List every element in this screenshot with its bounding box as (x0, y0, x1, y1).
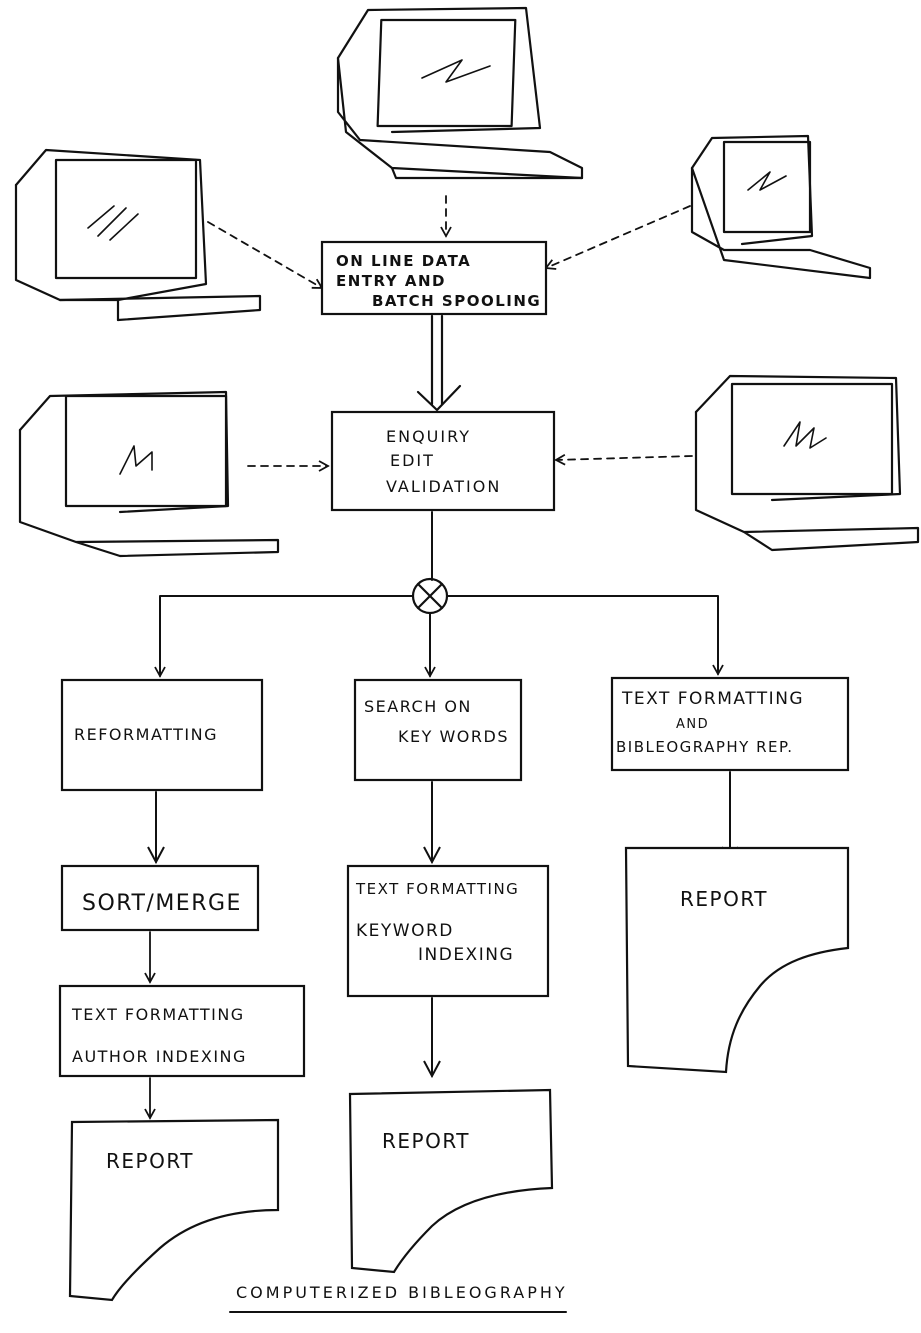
report-middle-label: REPORT (382, 1129, 470, 1153)
biblio-line-1: TEXT FORMATTING (621, 689, 804, 709)
enquiry-line-3: VALIDATION (386, 477, 501, 496)
terminal-top-right-icon (690, 134, 872, 280)
sort-merge-label: SORT/MERGE (82, 891, 242, 916)
report-left-document-icon (68, 1118, 280, 1302)
report-right-document-icon (624, 846, 850, 1074)
online-entry-line-2: ENTRY AND (336, 272, 446, 290)
search-keywords-box (353, 678, 523, 782)
report-middle-document-icon (348, 1088, 554, 1274)
enquiry-line-2: EDIT (390, 451, 435, 470)
branch-right (446, 595, 724, 676)
keyword-indexing-line-1: TEXT FORMATTING (355, 880, 519, 898)
online-entry-line-3: BATCH SPOOLING (372, 292, 541, 310)
biblio-line-3: BIBLEOGRAPHY REP. (616, 738, 793, 756)
merge-circle-x-icon (411, 577, 449, 615)
dashed-arrow-middle-right (554, 453, 693, 466)
dashed-arrow-top-left (207, 221, 324, 289)
reformatting-box (60, 678, 264, 792)
terminal-middle-right-icon (694, 374, 920, 552)
dashed-arrow-top-right (544, 205, 691, 270)
keyword-indexing-box (346, 864, 550, 998)
author-indexing-line-1: TEXT FORMATTING (71, 1005, 245, 1024)
reformatting-label: REFORMATTING (74, 725, 218, 744)
report-right-label: REPORT (680, 887, 768, 911)
author-indexing-box (58, 984, 306, 1078)
terminal-top-left-icon (14, 148, 262, 322)
online-entry-line-1: ON LINE DATA (336, 252, 471, 270)
keyword-indexing-line-3: INDEXING (418, 945, 514, 965)
text-formatting-bibliography-box (610, 676, 850, 772)
diagram-title: COMPUTERIZED BIBLEOGRAPHY (236, 1283, 568, 1302)
report-left-label: REPORT (106, 1149, 194, 1173)
terminal-middle-left-icon (18, 390, 280, 558)
search-line-2: KEY WORDS (398, 727, 509, 746)
biblio-line-2: AND (676, 717, 709, 732)
keyword-indexing-line-2: KEYWORD (356, 921, 454, 941)
branch-left (154, 595, 414, 678)
sort-merge-box (60, 864, 260, 932)
online-data-entry-box (320, 240, 548, 316)
enquiry-edit-validation-box (330, 410, 556, 512)
enquiry-line-1: ENQUIRY (386, 427, 471, 446)
double-arrow-down (416, 314, 462, 412)
terminal-top-center-icon (336, 6, 584, 180)
author-indexing-line-2: AUTHOR INDEXING (72, 1047, 247, 1066)
search-line-1: SEARCH ON (364, 697, 472, 716)
